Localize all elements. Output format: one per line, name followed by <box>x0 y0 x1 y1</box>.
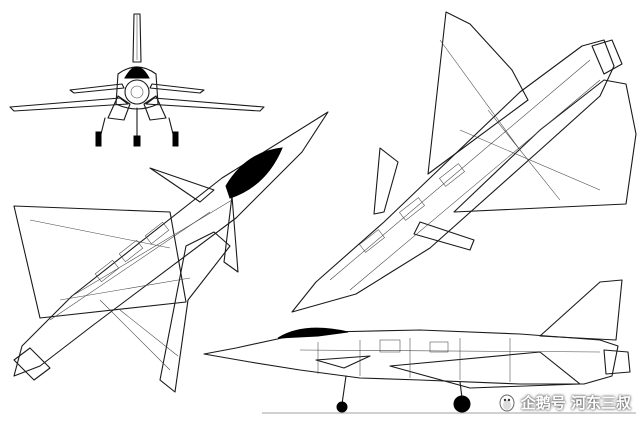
front-left-wheel <box>95 131 102 147</box>
front-nose-wheel <box>133 135 141 147</box>
bottom-view <box>291 11 637 313</box>
watermark: 企鹅号 河东三叔 <box>497 391 631 413</box>
top-canopy-shape <box>225 147 283 199</box>
watermark-text: 企鹅号 河东三叔 <box>520 393 631 412</box>
front-canopy-shape <box>124 66 150 79</box>
side-canopy-shape <box>277 327 349 339</box>
front-right-wheel <box>172 131 179 147</box>
side-nose-wheel <box>336 401 348 413</box>
front-view <box>9 13 265 147</box>
top-view <box>13 111 329 393</box>
penguin-logo-icon <box>499 394 515 412</box>
side-main-wheel <box>453 395 471 413</box>
side-view <box>203 279 636 414</box>
